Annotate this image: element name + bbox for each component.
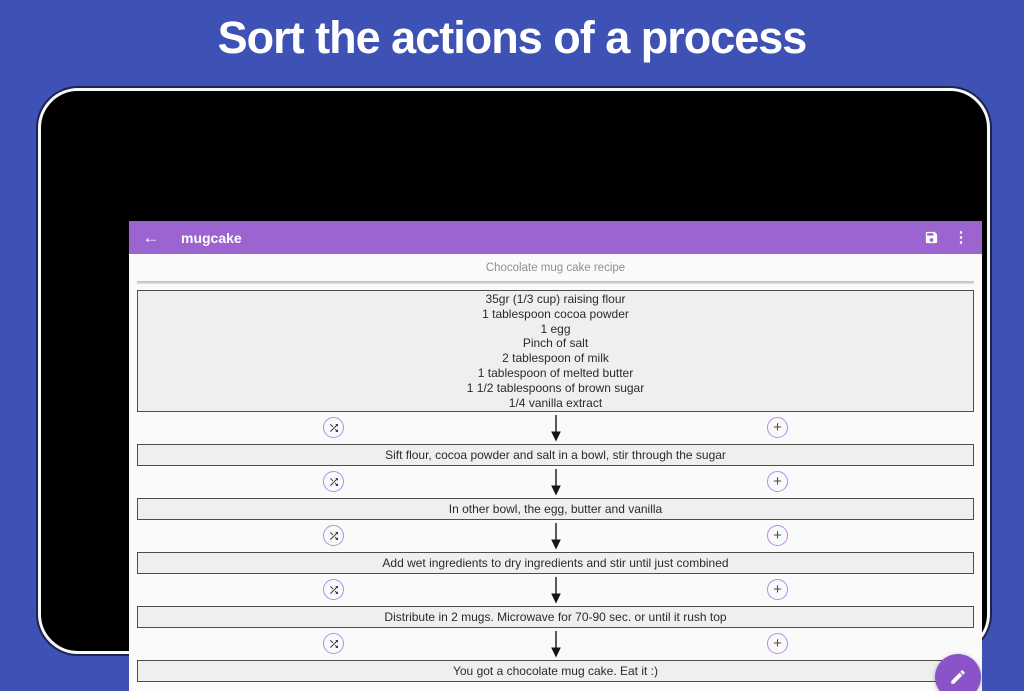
add-step-button[interactable]: + (767, 633, 788, 655)
down-arrow-icon (550, 469, 561, 496)
ingredient-line: 1 1/2 tablespoons of brown sugar (466, 380, 645, 395)
shuffle-icon (329, 477, 338, 486)
swap-steps-button[interactable] (323, 633, 344, 655)
app-bar: ← mugcake ⋮ (129, 221, 982, 254)
step-box[interactable]: Distribute in 2 mugs. Microwave for 70-9… (137, 606, 974, 629)
tablet-frame: ← mugcake ⋮ Chocolate mug cake recipe 35… (38, 88, 990, 691)
down-arrow-icon (550, 523, 561, 550)
page-title: Sort the actions of a process (217, 12, 808, 63)
step-box[interactable]: Sift flour, cocoa powder and salt in a b… (137, 444, 974, 467)
connector-row: + (129, 412, 982, 444)
floppy-disk-icon (925, 231, 937, 244)
shuffle-icon (329, 585, 338, 594)
step-box[interactable]: You got a chocolate mug cake. Eat it :) (137, 660, 974, 683)
overflow-menu-icon[interactable]: ⋮ (946, 221, 976, 254)
app-title: mugcake (181, 229, 242, 246)
ingredient-line: Pinch of salt (522, 336, 589, 351)
ingredient-line: 1 tablespoon of melted butter (477, 365, 634, 380)
swap-steps-button[interactable] (323, 417, 344, 439)
ingredient-line: 35gr (1/3 cup) raising flour (485, 292, 626, 306)
ingredient-line: 1 tablespoon cocoa powder (482, 306, 629, 321)
connector-row: + (129, 628, 982, 660)
pencil-icon (951, 670, 965, 684)
down-arrow-icon (550, 577, 561, 604)
title-divider (137, 281, 974, 284)
swap-steps-button[interactable] (323, 525, 344, 547)
shuffle-icon (329, 531, 338, 540)
swap-steps-button[interactable] (323, 579, 344, 601)
add-step-button[interactable]: + (767, 471, 788, 493)
process-title-input[interactable]: Chocolate mug cake recipe (485, 262, 626, 274)
add-step-button[interactable]: + (767, 525, 788, 547)
vertical-dots-glyph: ⋮ (953, 229, 969, 246)
down-arrow-icon (550, 415, 561, 442)
shuffle-icon (329, 639, 338, 648)
swap-steps-button[interactable] (323, 471, 344, 493)
step-box[interactable]: In other bowl, the egg, butter and vanil… (137, 498, 974, 521)
down-arrow-icon (550, 631, 561, 658)
save-icon[interactable] (916, 221, 946, 254)
back-arrow-icon[interactable]: ← (142, 227, 160, 247)
connector-row: + (129, 520, 982, 552)
shuffle-icon (329, 423, 338, 432)
ingredient-line: 1 egg (540, 321, 571, 336)
connector-row: + (129, 466, 982, 498)
add-step-button[interactable]: + (767, 579, 788, 601)
ingredient-line: 1/4 vanilla extract (508, 395, 603, 410)
appbar-actions: ⋮ (916, 221, 976, 254)
app-screen: ← mugcake ⋮ Chocolate mug cake recipe 35… (129, 221, 982, 691)
step-box[interactable]: Add wet ingredients to dry ingredients a… (137, 552, 974, 575)
connector-row: + (129, 574, 982, 606)
ingredient-line: 2 tablespoon of milk (502, 351, 609, 366)
add-step-button[interactable]: + (767, 417, 788, 439)
